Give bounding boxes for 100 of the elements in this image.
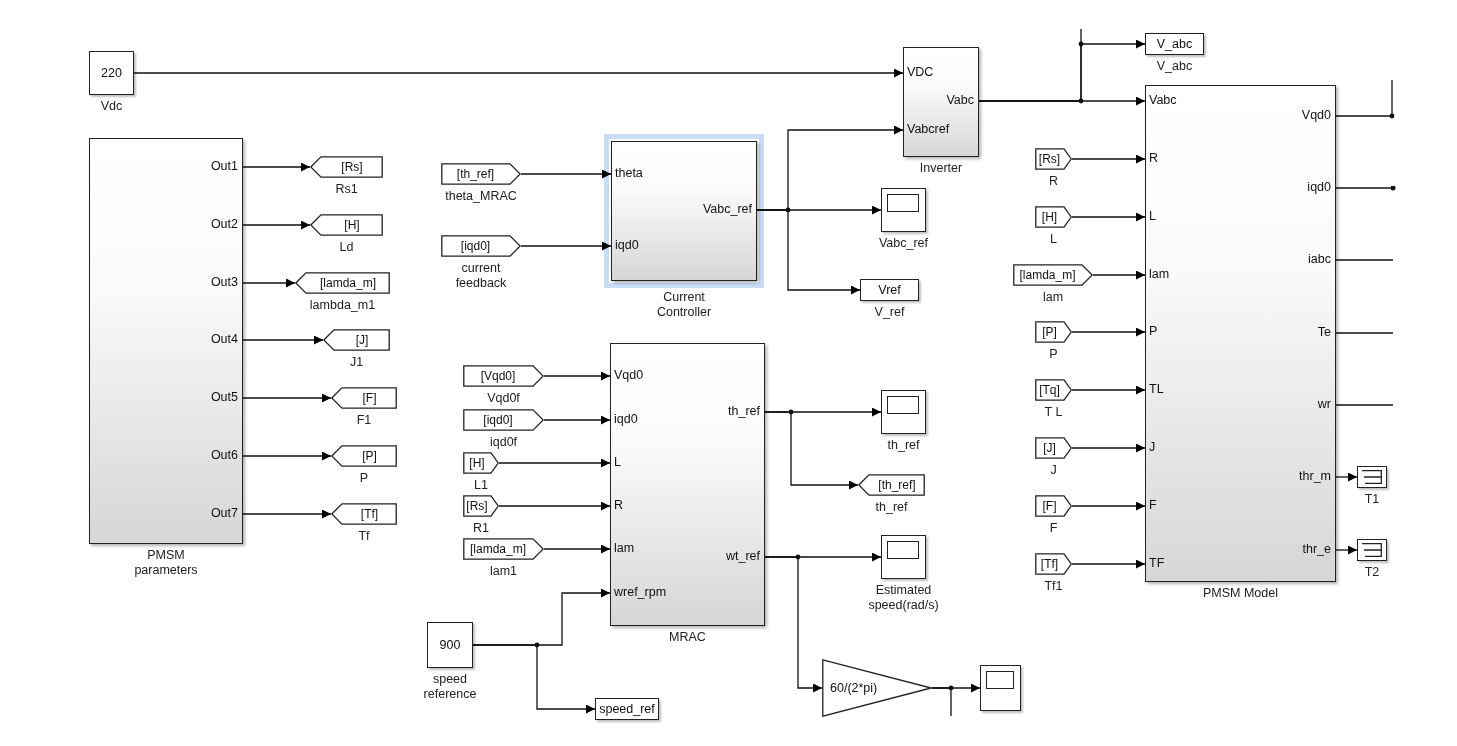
port-label: thr_m xyxy=(1299,469,1331,484)
signal-arrow xyxy=(472,644,596,714)
port-label: J xyxy=(1149,440,1156,455)
port-label: F xyxy=(1149,498,1157,513)
block-name: Vabc_ref xyxy=(878,236,929,251)
signal-arrow xyxy=(1071,327,1146,337)
goto-tag: [lamda_m] xyxy=(295,272,390,294)
signal-line xyxy=(1335,404,1394,406)
constant-block: 900 xyxy=(427,622,473,668)
block-name: Estimated speed(rad/s) xyxy=(867,583,940,613)
block-name: Current Controller xyxy=(655,290,713,320)
signal-line xyxy=(1335,79,1393,117)
port-label: Out5 xyxy=(210,390,238,405)
port-label: Vabc xyxy=(946,93,974,108)
port-label: wr xyxy=(1317,397,1331,412)
port-label: theta xyxy=(615,166,643,181)
signal-arrow xyxy=(543,544,611,554)
block-name: th_ref xyxy=(875,500,908,515)
block-name: L xyxy=(1050,232,1057,247)
signal-arrow xyxy=(1071,501,1146,511)
from-tag: [H] xyxy=(463,452,499,474)
from-tag: [th_ref] xyxy=(441,163,521,185)
block-name: PMSM Model xyxy=(1203,586,1278,601)
port-label: iqd0 xyxy=(1307,180,1331,195)
from-tag: [H] xyxy=(1035,206,1072,228)
block-name: speed reference xyxy=(422,672,478,702)
port-label: lam xyxy=(1149,267,1170,282)
from-tag: [lamda_m] xyxy=(463,538,544,560)
signal-arrow xyxy=(756,209,861,295)
port-label: wref_rpm xyxy=(614,585,667,600)
subsystem-block xyxy=(903,47,979,157)
port-label: iqd0 xyxy=(614,412,638,427)
block-name: P xyxy=(1049,347,1058,362)
port-label: iqd0 xyxy=(615,238,639,253)
port-label: Out2 xyxy=(210,217,238,232)
signal-arrow xyxy=(1071,154,1146,164)
signal-arrow xyxy=(242,451,332,461)
from-tag: [J] xyxy=(1035,437,1072,459)
from-tag: [Vqd0] xyxy=(463,365,544,387)
signal-arrow xyxy=(1335,545,1358,555)
block-name: lam xyxy=(1042,290,1064,305)
block-name: F1 xyxy=(356,413,372,428)
port-label: Vqd0 xyxy=(614,368,644,383)
block-name: L1 xyxy=(474,478,488,493)
goto-tag: [J] xyxy=(323,329,390,351)
signal-arrow xyxy=(498,458,611,468)
signal-arrow xyxy=(1071,559,1146,569)
gain-block: 60/(2*pi) xyxy=(822,659,932,717)
block-name: Inverter xyxy=(919,161,963,176)
block-name: lambda_m1 xyxy=(309,298,376,313)
signal-arrow xyxy=(242,393,332,403)
block-name: current feedback xyxy=(454,261,508,291)
port-label: wt_ref xyxy=(725,549,760,564)
signal-line xyxy=(931,687,952,717)
block-name: PMSM parameters xyxy=(133,548,199,578)
port-label: lam xyxy=(614,541,635,556)
from-tag: [iqd0] xyxy=(441,235,521,257)
block-name: Tf1 xyxy=(1044,579,1063,594)
block-name: J xyxy=(1050,463,1057,478)
goto-tag: [Tf] xyxy=(331,503,397,525)
workspace-block: Vref xyxy=(860,279,919,301)
constant-block: 220 xyxy=(89,51,134,95)
scope-block xyxy=(881,188,926,232)
signal-arrow xyxy=(1092,270,1146,280)
port-label: Out4 xyxy=(210,332,238,347)
port-label: Vabcref xyxy=(907,122,950,137)
from-tag: [F] xyxy=(1035,495,1072,517)
signal-arrow xyxy=(764,411,859,490)
block-name: th_ref xyxy=(887,438,920,453)
signal-arrow xyxy=(520,241,612,251)
goto-tag: [H] xyxy=(310,214,383,236)
goto-tag: [P] xyxy=(331,445,397,467)
block-name: F xyxy=(1049,521,1058,536)
block-name: P xyxy=(359,471,369,486)
signal-arrow xyxy=(543,415,611,425)
block-name: R xyxy=(1049,174,1058,189)
from-tag: [Rs] xyxy=(463,495,499,517)
block-name: R1 xyxy=(473,521,489,536)
block-name: J1 xyxy=(349,355,364,370)
block-name: Tf xyxy=(358,529,370,544)
terminator-block xyxy=(1357,539,1387,561)
subsystem-block xyxy=(1145,85,1336,582)
signal-arrow xyxy=(764,556,823,693)
block-name: Vqd0f xyxy=(487,391,520,406)
scope-block xyxy=(881,390,926,434)
signal-arrow xyxy=(242,509,332,519)
signal-arrow xyxy=(1071,212,1146,222)
signal-arrow xyxy=(242,335,324,345)
signal-line xyxy=(1335,332,1394,334)
signal-arrow xyxy=(1071,385,1146,395)
from-tag: [Tq] xyxy=(1035,379,1072,401)
goto-tag: [th_ref] xyxy=(858,474,925,496)
port-label: TL xyxy=(1149,382,1164,397)
from-tag: [Rs] xyxy=(1035,148,1072,170)
goto-tag: [F] xyxy=(331,387,397,409)
block-name: Ld xyxy=(339,240,354,255)
block-name: V_ref xyxy=(874,305,905,320)
port-label: VDC xyxy=(907,65,934,80)
port-label: Out7 xyxy=(210,506,238,521)
signal-arrow xyxy=(1071,443,1146,453)
